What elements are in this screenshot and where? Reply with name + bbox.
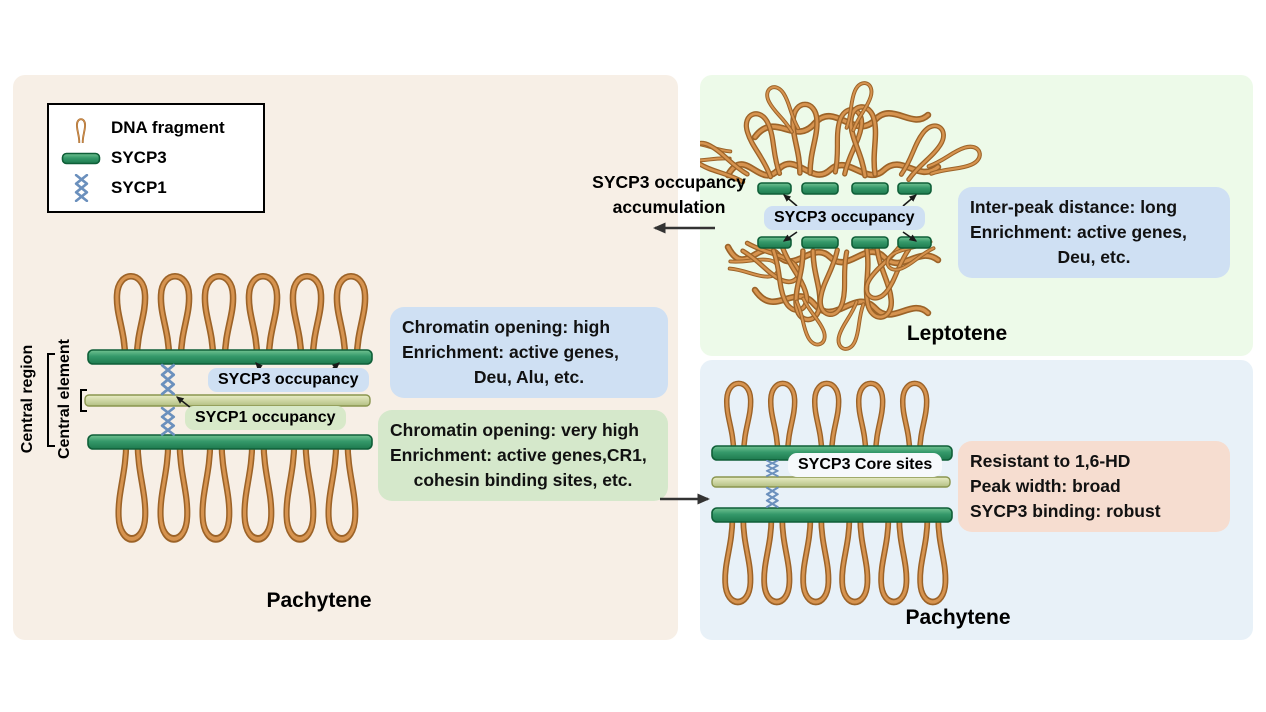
info-line: SYCP3 binding: robust	[970, 501, 1161, 521]
info-line: Enrichment: active genes,	[970, 222, 1187, 242]
legend-item-sycp1: SYCP1	[61, 173, 253, 203]
legend-item-dna: DNA fragment	[61, 113, 253, 143]
dna-loop-icon	[61, 113, 101, 143]
legend-item-sycp3: SYCP3	[61, 143, 253, 173]
sycp3-bar-icon	[61, 152, 101, 165]
legend-label: SYCP3	[111, 148, 167, 167]
central-element-bar	[711, 476, 951, 488]
chromatin-loops-bottom	[725, 518, 945, 602]
sycp1-zigzag-upper	[765, 459, 779, 478]
chromatin-info-box-green: Chromatin opening: very high Enrichment:…	[378, 410, 668, 501]
transition-line: SYCP3 occupancy	[592, 172, 746, 192]
sycp3-dashes-bottom	[757, 236, 932, 249]
interpeak-info-box: Inter-peak distance: long Enrichment: ac…	[958, 187, 1230, 278]
panel-pachytene-right: SYCP3 Core sites Resistant to 1,6-HD Pea…	[700, 360, 1253, 640]
sycp3-lateral-element-top	[87, 349, 373, 365]
chromatin-loops-top	[117, 276, 365, 357]
sycp1-zigzag-lower	[765, 486, 779, 509]
legend-label: DNA fragment	[111, 118, 225, 137]
sycp3-core-sites-callout: SYCP3 Core sites	[788, 453, 943, 477]
transition-line: accumulation	[612, 197, 726, 217]
progression-arrow-right	[660, 493, 710, 505]
accumulation-arrow-left	[653, 222, 715, 234]
info-line: Chromatin opening: high	[402, 317, 611, 337]
pachytene-left-diagram	[47, 75, 373, 640]
sycp3-lateral-element-bottom	[87, 434, 373, 450]
callout-arrows	[782, 194, 918, 242]
panel-pachytene-left: DNA fragment SYCP3 SYCP1 Central region …	[13, 75, 678, 640]
info-line: Enrichment: active genes,	[402, 342, 619, 362]
leptotene-diagram	[700, 78, 1253, 354]
accumulation-transition-label: SYCP3 occupancy accumulation	[563, 170, 775, 220]
sycp1-zigzag-lower	[160, 406, 176, 436]
central-element-bracket	[80, 389, 87, 412]
sycp1-helix-icon	[61, 174, 101, 202]
chromatin-info-box-blue: Chromatin opening: high Enrichment: acti…	[390, 307, 668, 398]
pachytene-left-title: Pachytene	[266, 589, 372, 612]
resistance-info-box: Resistant to 1,6-HD Peak width: broad SY…	[958, 441, 1230, 532]
panel-leptotene: SYCP3 occupancy Inter-peak distance: lon…	[700, 75, 1253, 356]
chromatin-loops-bottom	[119, 442, 356, 539]
info-line: Peak width: broad	[970, 476, 1121, 496]
info-line: cohesin binding sites, etc.	[413, 470, 633, 490]
leptotene-title: Leptotene	[906, 322, 1008, 345]
info-line: Chromatin opening: very high	[390, 420, 639, 440]
sycp1-occupancy-callout: SYCP1 occupancy	[185, 406, 346, 430]
info-line: Resistant to 1,6-HD	[970, 451, 1131, 471]
chromatin-tangle-bottom	[724, 235, 942, 354]
sycp3-occupancy-callout: SYCP3 occupancy	[208, 368, 369, 392]
central-region-label: Central region	[19, 344, 36, 454]
info-line: Inter-peak distance: long	[970, 197, 1178, 217]
pachytene-right-diagram	[711, 360, 953, 640]
chromatin-tangle-top	[700, 78, 982, 188]
central-region-bracket	[47, 353, 55, 447]
chromatin-loops-top	[727, 383, 927, 452]
sycp3-dashes-top	[757, 182, 932, 195]
pachytene-right-title: Pachytene	[905, 606, 1011, 629]
legend-box: DNA fragment SYCP3 SYCP1	[47, 103, 265, 213]
info-line: Deu, etc.	[1057, 247, 1131, 267]
sycp3-occupancy-callout: SYCP3 occupancy	[764, 206, 925, 230]
central-element-label: Central element	[56, 338, 73, 460]
info-line: Deu, Alu, etc.	[473, 367, 585, 387]
central-element-bar	[84, 394, 371, 407]
info-line: Enrichment: active genes,CR1,	[390, 445, 647, 465]
sycp3-lateral-element-bottom	[711, 507, 953, 523]
legend-label: SYCP1	[111, 178, 167, 197]
sycp1-zigzag-upper	[160, 363, 176, 396]
